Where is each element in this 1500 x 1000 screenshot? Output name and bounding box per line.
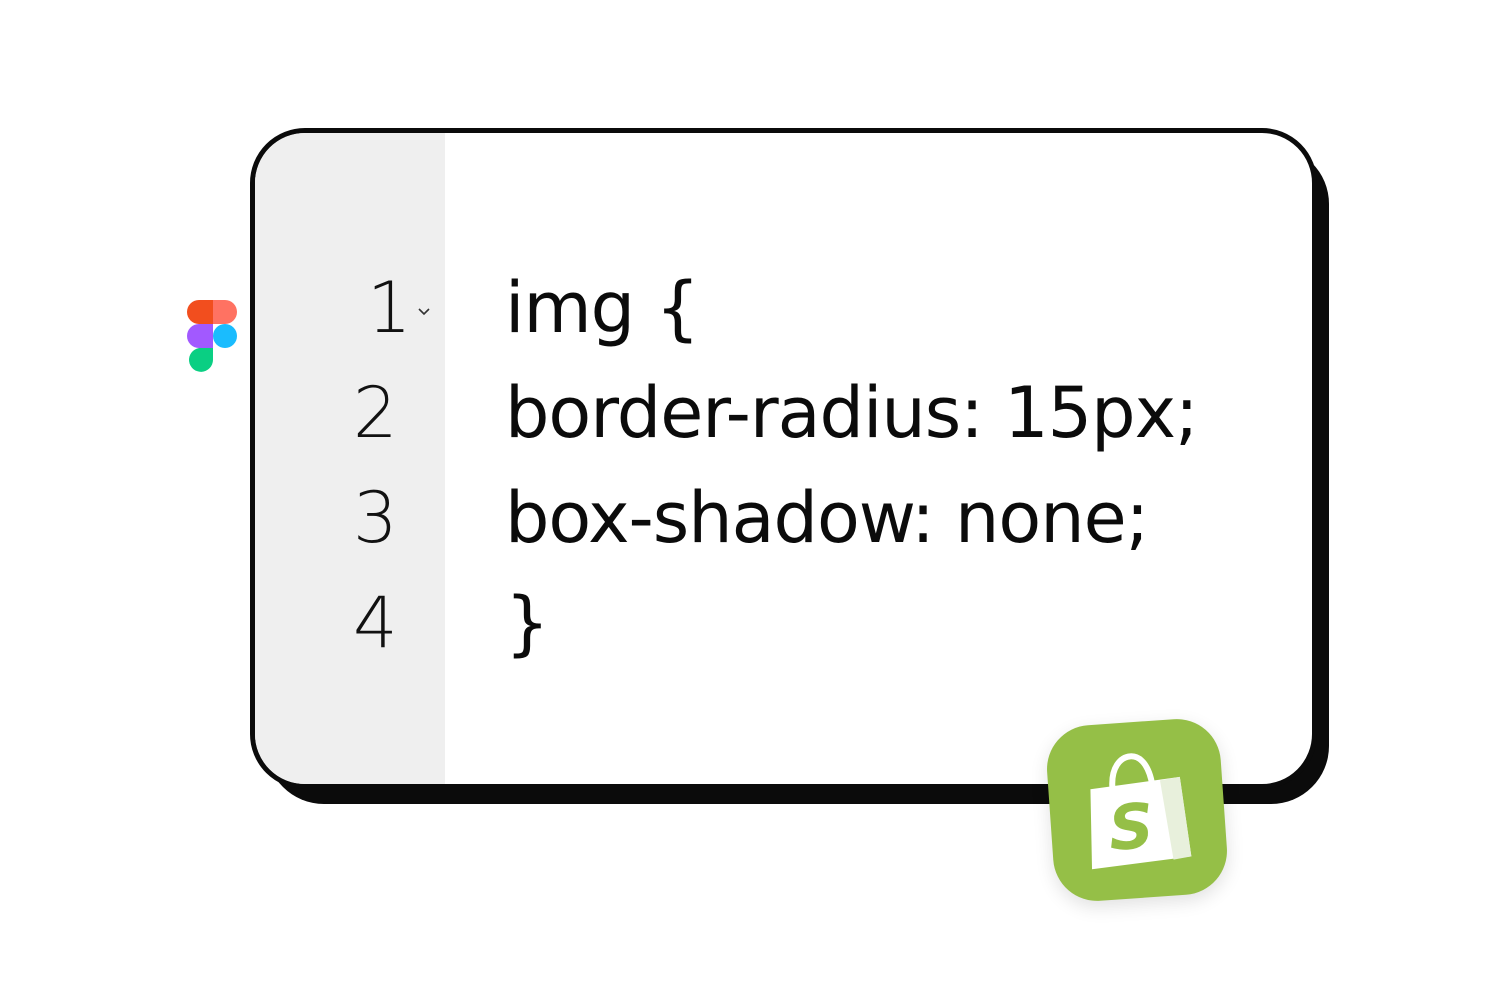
code-editor-card: 1 2 3 4 img { border-radius: 15px; box-s…	[250, 128, 1317, 789]
line-number-gutter: 1 2 3 4	[255, 133, 445, 784]
chevron-down-icon[interactable]	[417, 305, 431, 319]
line-number-4: 4	[353, 582, 398, 664]
line-number-2: 2	[353, 372, 398, 454]
code-line-4[interactable]: }	[505, 582, 550, 664]
line-number-3: 3	[353, 477, 398, 559]
figma-logo-icon	[187, 300, 237, 372]
code-line-3[interactable]: box-shadow: none;	[505, 477, 1149, 559]
shopify-bag-icon: S	[1090, 753, 1192, 870]
code-line-1[interactable]: img {	[505, 267, 700, 349]
shopify-logo-tile: S	[1044, 716, 1230, 904]
code-line-2[interactable]: border-radius: 15px;	[505, 372, 1199, 454]
line-number-1: 1	[367, 267, 412, 349]
svg-text:S: S	[1106, 789, 1156, 865]
